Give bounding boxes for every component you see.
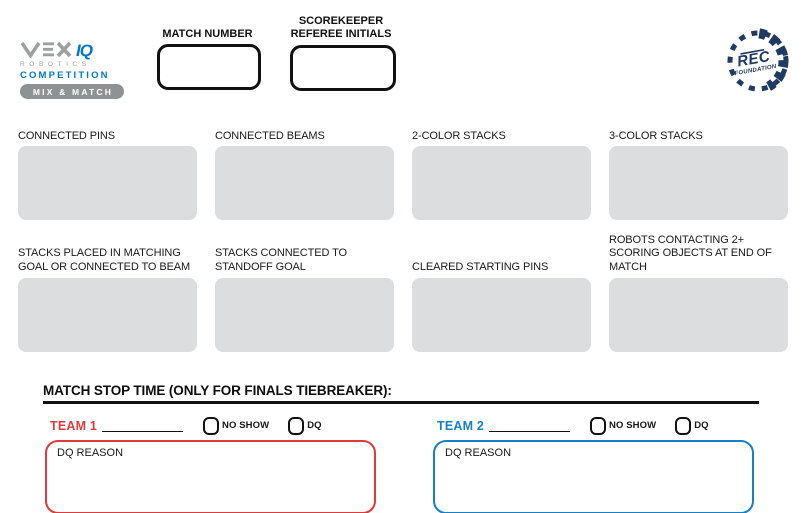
- dq-reason-label: DQ REASON: [445, 447, 512, 459]
- dq-reason-label: DQ REASON: [57, 447, 124, 459]
- score-entry-box-connected-beams[interactable]: [215, 146, 394, 220]
- team-1-number-blank[interactable]: [102, 419, 184, 432]
- section-divider-rule: [43, 401, 759, 404]
- score-entry-box-stacks-matching-goal[interactable]: [18, 278, 197, 352]
- team-1-no-show-group: NO SHOW: [203, 416, 270, 435]
- score-field-label: ROBOTS CONTACTING 2+ SCORING OBJECTS AT …: [609, 233, 772, 273]
- score-field-label: CLEARED STARTING PINS: [412, 260, 549, 273]
- score-grid-row-1: CONNECTED PINS CONNECTED BEAMS 2-COLOR S…: [18, 127, 790, 220]
- no-show-label: NO SHOW: [222, 420, 270, 431]
- iq-wordmark: IQ: [76, 41, 93, 60]
- team-2-no-show-group: NO SHOW: [590, 416, 657, 435]
- competition-wordmark: COMPETITION: [20, 70, 110, 81]
- team-1-no-show-checkbox[interactable]: [203, 416, 220, 435]
- rec-foundation-logo: REC FOUNDATION: [724, 26, 792, 96]
- score-field-label: 3-COLOR STACKS: [609, 129, 703, 142]
- score-field-label: STACKS PLACED IN MATCHING GOAL OR CONNEC…: [18, 247, 191, 273]
- score-field-cleared-starting-pins: CLEARED STARTING PINS: [412, 246, 591, 352]
- score-field-stacks-standoff-goal: STACKS CONNECTED TO STANDOFF GOAL: [215, 246, 394, 352]
- match-number-input-box[interactable]: [157, 44, 261, 90]
- score-field-label: CONNECTED BEAMS: [215, 129, 325, 142]
- scorekeeper-label-line2: REFEREE INITIALS: [290, 28, 392, 40]
- score-field-label: 2-COLOR STACKS: [412, 129, 506, 142]
- team-2-dq-reason-box[interactable]: DQ REASON: [433, 440, 754, 513]
- team-2-label: TEAM 2: [437, 418, 485, 433]
- score-entry-box-2-color-stacks[interactable]: [412, 146, 591, 220]
- score-entry-box-connected-pins[interactable]: [18, 146, 197, 220]
- match-stop-time-heading: MATCH STOP TIME (ONLY FOR FINALS TIEBREA…: [43, 383, 392, 398]
- score-field-robots-contacting: ROBOTS CONTACTING 2+ SCORING OBJECTS AT …: [609, 233, 788, 352]
- score-grid-row-2: STACKS PLACED IN MATCHING GOAL OR CONNEC…: [18, 233, 790, 352]
- team-1-row: TEAM 1 NO SHOW DQ: [50, 416, 322, 435]
- score-entry-box-stacks-standoff-goal[interactable]: [215, 278, 394, 352]
- team-2-dq-checkbox[interactable]: [675, 416, 692, 435]
- scorekeeper-initials-input-box[interactable]: [290, 45, 396, 91]
- score-entry-box-3-color-stacks[interactable]: [609, 146, 788, 220]
- rec-foundation-gear-icon: REC FOUNDATION: [727, 28, 789, 92]
- score-field-2-color-stacks: 2-COLOR STACKS: [412, 127, 591, 220]
- score-field-connected-beams: CONNECTED BEAMS: [215, 127, 394, 220]
- no-show-label: NO SHOW: [609, 420, 657, 431]
- team-2-row: TEAM 2 NO SHOW DQ: [437, 416, 709, 435]
- mix-and-match-banner: MIX & MATCH: [20, 84, 124, 99]
- vex-letters-icon: [20, 41, 72, 58]
- dq-label: DQ: [307, 420, 322, 431]
- match-number-label: MATCH NUMBER: [162, 28, 253, 40]
- score-field-3-color-stacks: 3-COLOR STACKS: [609, 127, 788, 220]
- score-entry-box-cleared-starting-pins[interactable]: [412, 278, 591, 352]
- dq-label: DQ: [694, 420, 709, 431]
- team-2-number-blank[interactable]: [489, 419, 571, 432]
- score-field-connected-pins: CONNECTED PINS: [18, 127, 197, 220]
- vex-logo-wordmark: IQ: [20, 40, 124, 60]
- team-2-dq-group: DQ: [675, 416, 709, 435]
- score-field-stacks-matching-goal: STACKS PLACED IN MATCHING GOAL OR CONNEC…: [18, 246, 197, 352]
- robotics-wordmark: ROBOTICS: [20, 61, 91, 68]
- vex-iq-competition-logo: IQ ROBOTICS COMPETITION MIX & MATCH: [20, 40, 124, 99]
- team-1-label: TEAM 1: [50, 418, 98, 433]
- score-field-label: STACKS CONNECTED TO STANDOFF GOAL: [215, 247, 347, 273]
- team-1-dq-group: DQ: [288, 416, 322, 435]
- scorekeeper-label-line1: SCOREKEEPER: [298, 15, 384, 27]
- team-1-dq-checkbox[interactable]: [288, 416, 305, 435]
- score-entry-box-robots-contacting[interactable]: [609, 278, 788, 352]
- score-field-label: CONNECTED PINS: [18, 129, 115, 142]
- team-1-dq-reason-box[interactable]: DQ REASON: [45, 440, 376, 513]
- team-2-no-show-checkbox[interactable]: [590, 416, 607, 435]
